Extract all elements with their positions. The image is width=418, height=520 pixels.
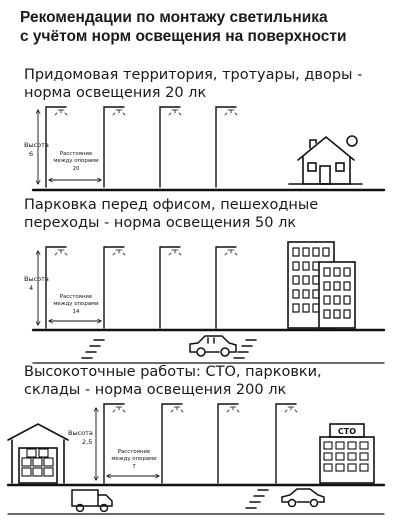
section-2-heading: Парковка перед офисом, пешеходные перехо… bbox=[24, 197, 414, 232]
height-value: 4 bbox=[29, 284, 33, 292]
light-pole bbox=[103, 106, 126, 188]
service-station-sign: СТО bbox=[338, 427, 356, 436]
section-2-labels: Высота 4 Расстояние между опорами 14 bbox=[24, 275, 99, 315]
car-icon bbox=[189, 335, 237, 357]
spacing-label-line-1: Расстояние bbox=[60, 151, 93, 157]
section-3-labels: Высота 2,5 Расстояние между опорами 7 СТ… bbox=[68, 427, 356, 470]
light-pole bbox=[159, 106, 182, 188]
warehouse-icon bbox=[7, 423, 69, 484]
spacing-value: 7 bbox=[132, 464, 135, 470]
section-3-heading: Высокоточные работы: СТО, парковки, скла… bbox=[24, 364, 414, 399]
spacing-label-line-1: Расстояние bbox=[60, 294, 93, 300]
section-1-heading-line-1: Придомовая территория, тротуары, дворы - bbox=[24, 67, 363, 83]
light-pole bbox=[45, 106, 68, 188]
height-label: Высота bbox=[68, 429, 93, 437]
car-icon bbox=[281, 488, 325, 508]
service-station-icon bbox=[319, 423, 375, 484]
light-pole bbox=[217, 403, 240, 484]
house-icon bbox=[288, 135, 363, 185]
section-2-heading-line-1: Парковка перед офисом, пешеходные bbox=[24, 197, 319, 213]
section-1-heading-line-2: норма освещения 20 лк bbox=[24, 84, 207, 101]
light-pole bbox=[215, 246, 238, 329]
sun-icon bbox=[346, 135, 358, 147]
height-value: 6 bbox=[29, 150, 33, 158]
light-pole bbox=[45, 246, 68, 329]
height-label: Высота bbox=[24, 275, 49, 283]
title-line-2: с учётом норм освещения на поверхности bbox=[20, 28, 347, 45]
spacing-value: 14 bbox=[73, 309, 80, 315]
section-1-labels: Высота 6 Расстояние между опорами 20 bbox=[24, 141, 99, 172]
light-pole bbox=[159, 246, 182, 329]
spacing-value: 20 bbox=[73, 166, 80, 172]
title-line-1: Рекомендации по монтажу светильника bbox=[20, 9, 328, 26]
light-pole bbox=[215, 106, 238, 188]
crosswalk-icon bbox=[81, 339, 257, 359]
light-pole bbox=[103, 403, 126, 484]
section-2-heading-line-2: переходы - норма освещения 50 лк bbox=[24, 214, 297, 231]
light-pole bbox=[161, 403, 184, 484]
section-3-scene bbox=[6, 403, 386, 515]
section-1-scene bbox=[31, 106, 386, 192]
section-3-heading-line-1: Высокоточные работы: СТО, парковки, bbox=[24, 364, 322, 380]
spacing-label-line-2: между опорами bbox=[53, 158, 99, 164]
spacing-label-line-1: Расстояние bbox=[118, 449, 151, 455]
spacing-label-line-2: между опорами bbox=[111, 456, 157, 462]
section-1-heading: Придомовая территория, тротуары, дворы -… bbox=[24, 67, 414, 102]
office-building-icon bbox=[287, 241, 356, 329]
light-pole bbox=[103, 246, 126, 329]
crosswalk-icon bbox=[245, 489, 269, 509]
height-value: 2,5 bbox=[82, 438, 92, 446]
spacing-label-line-2: между опорами bbox=[53, 301, 99, 307]
truck-icon bbox=[71, 489, 113, 513]
height-label: Высота bbox=[24, 141, 49, 149]
section-2-scene bbox=[31, 241, 386, 364]
section-3-heading-line-2: склады - норма освещения 200 лк bbox=[24, 381, 287, 398]
light-pole bbox=[275, 403, 298, 484]
page-title: Рекомендации по монтажу светильника с уч… bbox=[20, 8, 410, 46]
